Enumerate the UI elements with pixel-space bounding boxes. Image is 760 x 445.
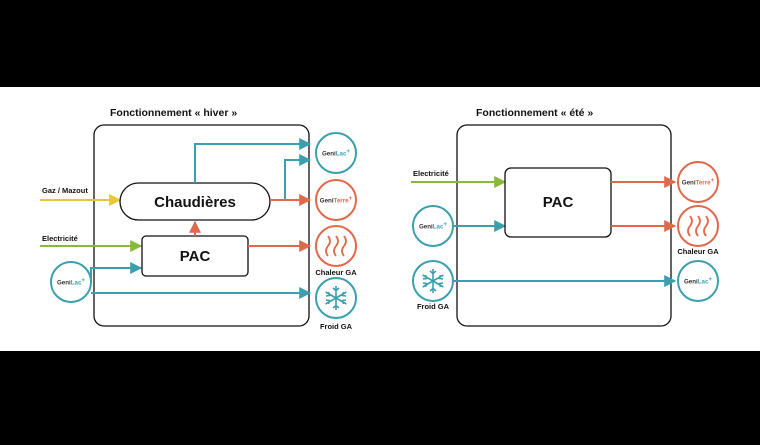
winter-genilac-source-badge: GeniLac+ xyxy=(50,261,92,303)
summer-pac-box xyxy=(504,167,612,238)
summer-title: Fonctionnement « été » xyxy=(476,107,593,119)
winter-gas-label: Gaz / Mazout xyxy=(42,186,88,195)
svg-text:GeniTerre+: GeniTerre+ xyxy=(682,177,715,187)
winter-electricity-label: Electricité xyxy=(42,234,78,243)
summer-pac-label: PAC xyxy=(543,194,574,211)
svg-text:GeniLac+: GeniLac+ xyxy=(419,221,447,231)
snowflake-icon xyxy=(315,277,357,319)
svg-text:GeniTerre+: GeniTerre+ xyxy=(320,195,353,205)
white-panel xyxy=(0,87,760,351)
winter-heat-label: Chaleur GA xyxy=(315,268,357,277)
svg-text:GeniLac+: GeniLac+ xyxy=(57,277,85,287)
summer-genilac-output-badge: GeniLac+ xyxy=(677,260,719,302)
summer-electricity-label: Electricité xyxy=(413,169,449,178)
boilers-to-genilac-arrow xyxy=(194,138,312,183)
winter-pac-label: PAC xyxy=(180,248,211,265)
summer-geniterre-output-badge: GeniTerre+ xyxy=(677,161,719,203)
genilac-to-pac-arrow xyxy=(90,262,143,282)
summer-cold-source-label: Froid GA xyxy=(417,302,450,311)
winter-boilers-label: Chaudières xyxy=(154,194,236,211)
summer-heat-label: Chaleur GA xyxy=(677,247,719,256)
svg-text:GeniLac+: GeniLac+ xyxy=(684,276,712,286)
summer-section: Fonctionnement « été » Electricité GeniL… xyxy=(411,107,719,327)
svg-text:GeniLac+: GeniLac+ xyxy=(322,148,350,158)
winter-section: Fonctionnement « hiver » Gaz / Mazout El… xyxy=(40,107,357,331)
winter-frame xyxy=(93,124,310,327)
boilers-branch-to-genilac-arrow xyxy=(284,154,312,200)
summer-heat-waves-icon xyxy=(677,205,719,247)
winter-geniterre-output-badge: GeniTerre+ xyxy=(315,179,357,221)
heat-waves-icon xyxy=(315,225,357,267)
summer-genilac-source-badge: GeniLac+ xyxy=(412,205,454,247)
winter-cold-label: Froid GA xyxy=(320,322,353,331)
winter-genilac-output-badge: GeniLac+ xyxy=(315,132,357,174)
winter-title: Fonctionnement « hiver » xyxy=(110,107,237,119)
summer-snowflake-icon xyxy=(412,260,454,302)
